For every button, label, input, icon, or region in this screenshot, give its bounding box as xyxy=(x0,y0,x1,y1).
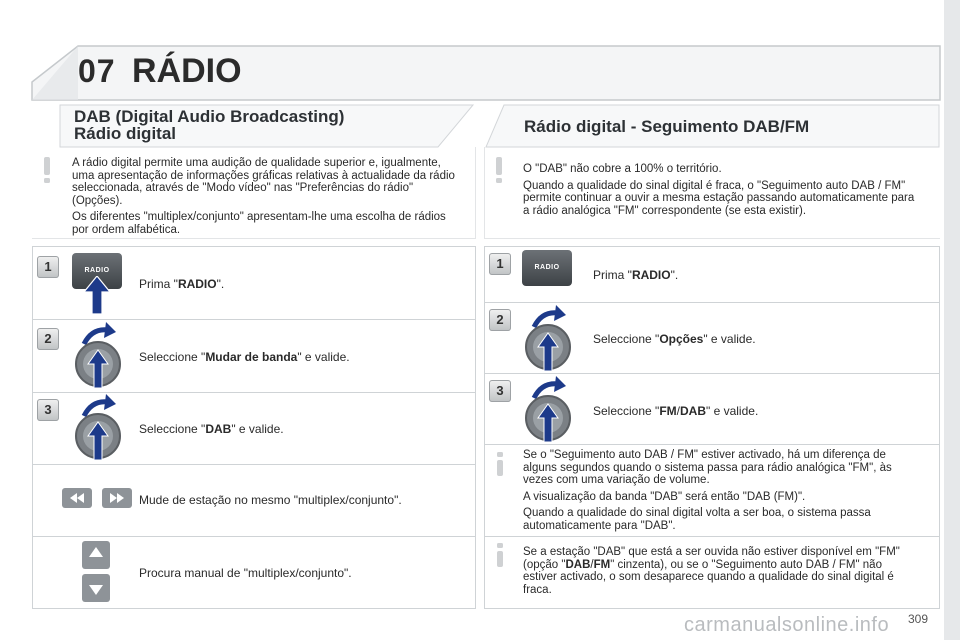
divider xyxy=(484,302,940,303)
rotary-knob-icon xyxy=(75,322,121,389)
left-note-text: A rádio digital permite uma audição de q… xyxy=(72,157,455,236)
divider xyxy=(32,392,476,393)
radio-button-icon: RADIO xyxy=(522,250,572,286)
right-step-2-text: Seleccione "Opções" e valide. xyxy=(593,332,756,346)
warning-icon xyxy=(38,155,56,185)
step-badge-2: 2 xyxy=(37,328,59,350)
left-section-title: DAB (Digital Audio Broadcasting) Rádio d… xyxy=(74,107,345,143)
left-step-1-text: Prima "RADIO". xyxy=(139,277,225,291)
left-note-box xyxy=(32,147,476,239)
right-info-2-text: Se a estação "DAB" que está a ser ouvida… xyxy=(523,546,900,596)
up-down-buttons-icon xyxy=(82,541,110,602)
left-steps-panel xyxy=(32,246,476,609)
step-badge-2: 2 xyxy=(489,309,511,331)
divider xyxy=(484,536,940,537)
info-icon xyxy=(493,543,507,572)
divider xyxy=(484,444,940,445)
right-step-1-text: Prima "RADIO". xyxy=(593,268,679,282)
left-step-3-text: Seleccione "DAB" e valide. xyxy=(139,422,284,436)
press-arrow-icon xyxy=(84,276,110,314)
left-step-2-text: Seleccione "Mudar de banda" e valide. xyxy=(139,350,350,364)
chapter-title: RÁDIO xyxy=(132,52,242,90)
rotary-knob-icon xyxy=(525,376,571,443)
step-badge-3: 3 xyxy=(489,380,511,402)
divider xyxy=(32,464,476,465)
right-steps-panel xyxy=(484,246,940,609)
page-number: 309 xyxy=(908,612,929,626)
step-badge-1: 1 xyxy=(37,256,59,278)
right-section-title: Rádio digital - Seguimento DAB/FM xyxy=(524,117,810,136)
step-badge-1: 1 xyxy=(489,253,511,275)
seek-buttons-icon xyxy=(62,488,132,508)
header-banner xyxy=(31,45,941,101)
right-title-band xyxy=(485,104,940,148)
divider xyxy=(484,373,940,374)
info-icon xyxy=(493,452,507,481)
rotary-knob-icon xyxy=(525,305,571,372)
watermark: carmanualsonline.info xyxy=(684,614,890,636)
divider xyxy=(32,319,476,320)
warning-icon xyxy=(490,155,508,185)
rotary-knob-icon xyxy=(75,394,121,461)
right-note-text: O "DAB" não cobre a 100% o território. Q… xyxy=(523,163,915,217)
left-extra-2-text: Procura manual de "multiplex/conjunto". xyxy=(139,566,352,580)
right-step-3-text: Seleccione "FM/DAB" e valide. xyxy=(593,404,759,418)
chapter-number: 07 xyxy=(78,53,116,89)
right-info-1-text: Se o "Seguimento auto DAB / FM" estiver … xyxy=(523,449,892,532)
page-scrollbar[interactable] xyxy=(944,0,960,640)
right-note-box xyxy=(484,147,940,239)
left-extra-1-text: Mude de estação no mesmo "multiplex/conj… xyxy=(139,493,402,507)
divider xyxy=(32,536,476,537)
left-title-band xyxy=(59,104,475,148)
step-badge-3: 3 xyxy=(37,399,59,421)
